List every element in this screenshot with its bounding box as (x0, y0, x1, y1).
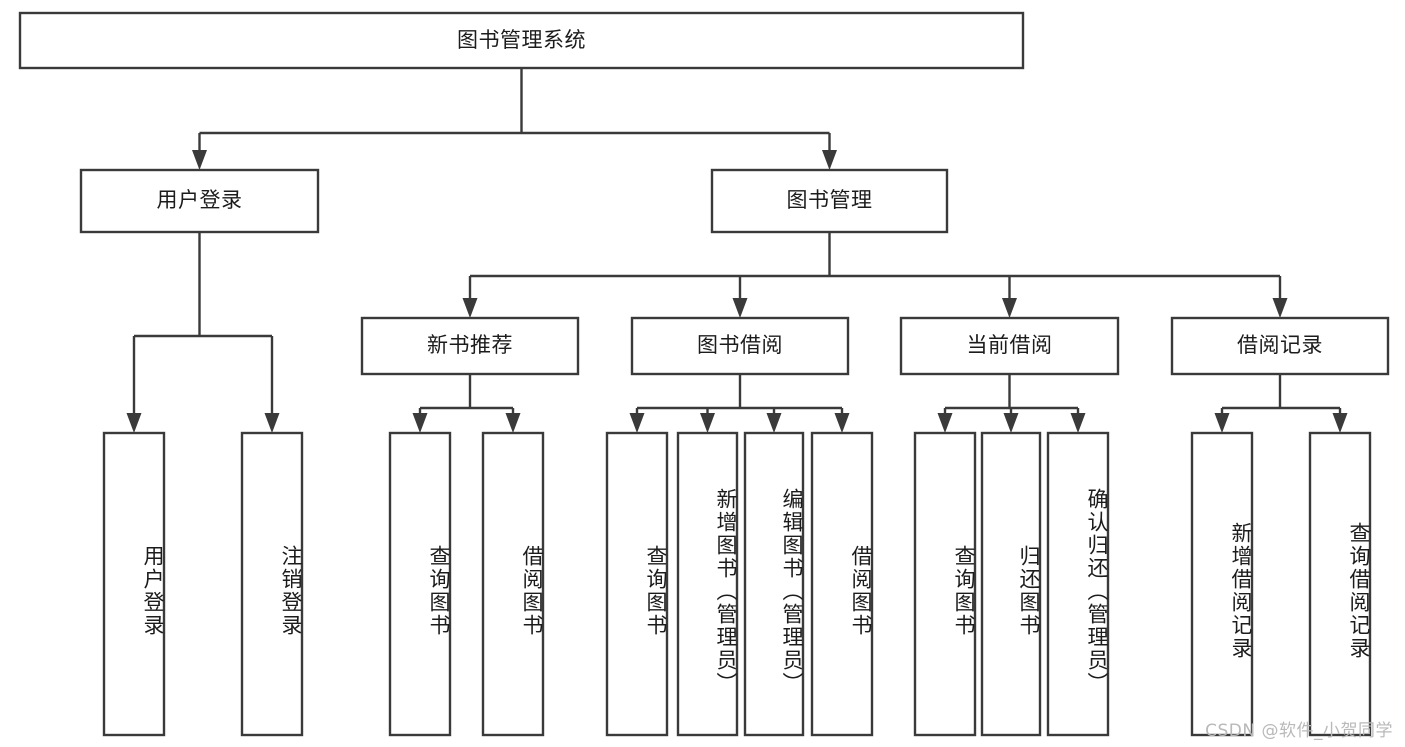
arrow-head-icon (192, 150, 207, 170)
node-box-leaf-br-add[interactable] (676, 431, 739, 737)
arrow-head-icon (505, 413, 521, 433)
arrow-head-icon (1070, 413, 1086, 433)
node-box-leaf-br-query[interactable] (605, 431, 669, 737)
arrow-head-icon (822, 150, 837, 170)
arrow-head-icon (462, 298, 478, 318)
boxes-layer (18, 11, 1390, 737)
node-box-l2-current[interactable] (899, 316, 1120, 376)
node-box-root[interactable] (18, 11, 1025, 70)
node-box-leaf-rec-query[interactable] (1308, 431, 1372, 737)
node-box-leaf-new-query[interactable] (388, 431, 452, 737)
node-box-leaf-br-edit[interactable] (743, 431, 805, 737)
node-box-leaf-new-borrow[interactable] (481, 431, 545, 737)
node-box-l2-record[interactable] (1170, 316, 1390, 376)
arrow-head-icon (937, 413, 953, 433)
edges-layer (126, 68, 1348, 433)
node-box-leaf-cur-return[interactable] (980, 431, 1042, 737)
node-box-l1-book[interactable] (710, 168, 949, 234)
arrow-head-icon (412, 413, 428, 433)
node-box-l2-newbook[interactable] (360, 316, 580, 376)
node-box-l1-user[interactable] (79, 168, 320, 234)
arrow-head-icon (700, 413, 715, 433)
arrow-head-icon (834, 413, 850, 433)
arrow-head-icon (264, 413, 280, 433)
arrow-head-icon (766, 413, 782, 433)
arrow-head-icon (629, 413, 645, 433)
arrow-head-icon (1332, 413, 1348, 433)
arrow-head-icon (1272, 298, 1288, 318)
node-box-leaf-cur-confirm[interactable] (1046, 431, 1110, 737)
node-box-leaf-user-logout[interactable] (240, 431, 304, 737)
arrow-head-icon (1002, 298, 1017, 318)
node-box-leaf-cur-query[interactable] (913, 431, 977, 737)
arrow-head-icon (1003, 413, 1019, 433)
node-box-leaf-rec-add[interactable] (1190, 431, 1254, 737)
node-box-leaf-br-borrow[interactable] (810, 431, 874, 737)
arrow-head-icon (1214, 413, 1230, 433)
node-box-l2-borrow[interactable] (630, 316, 850, 376)
node-box-leaf-user-login[interactable] (102, 431, 166, 737)
arrow-head-icon (732, 298, 748, 318)
arrow-head-icon (126, 413, 142, 433)
